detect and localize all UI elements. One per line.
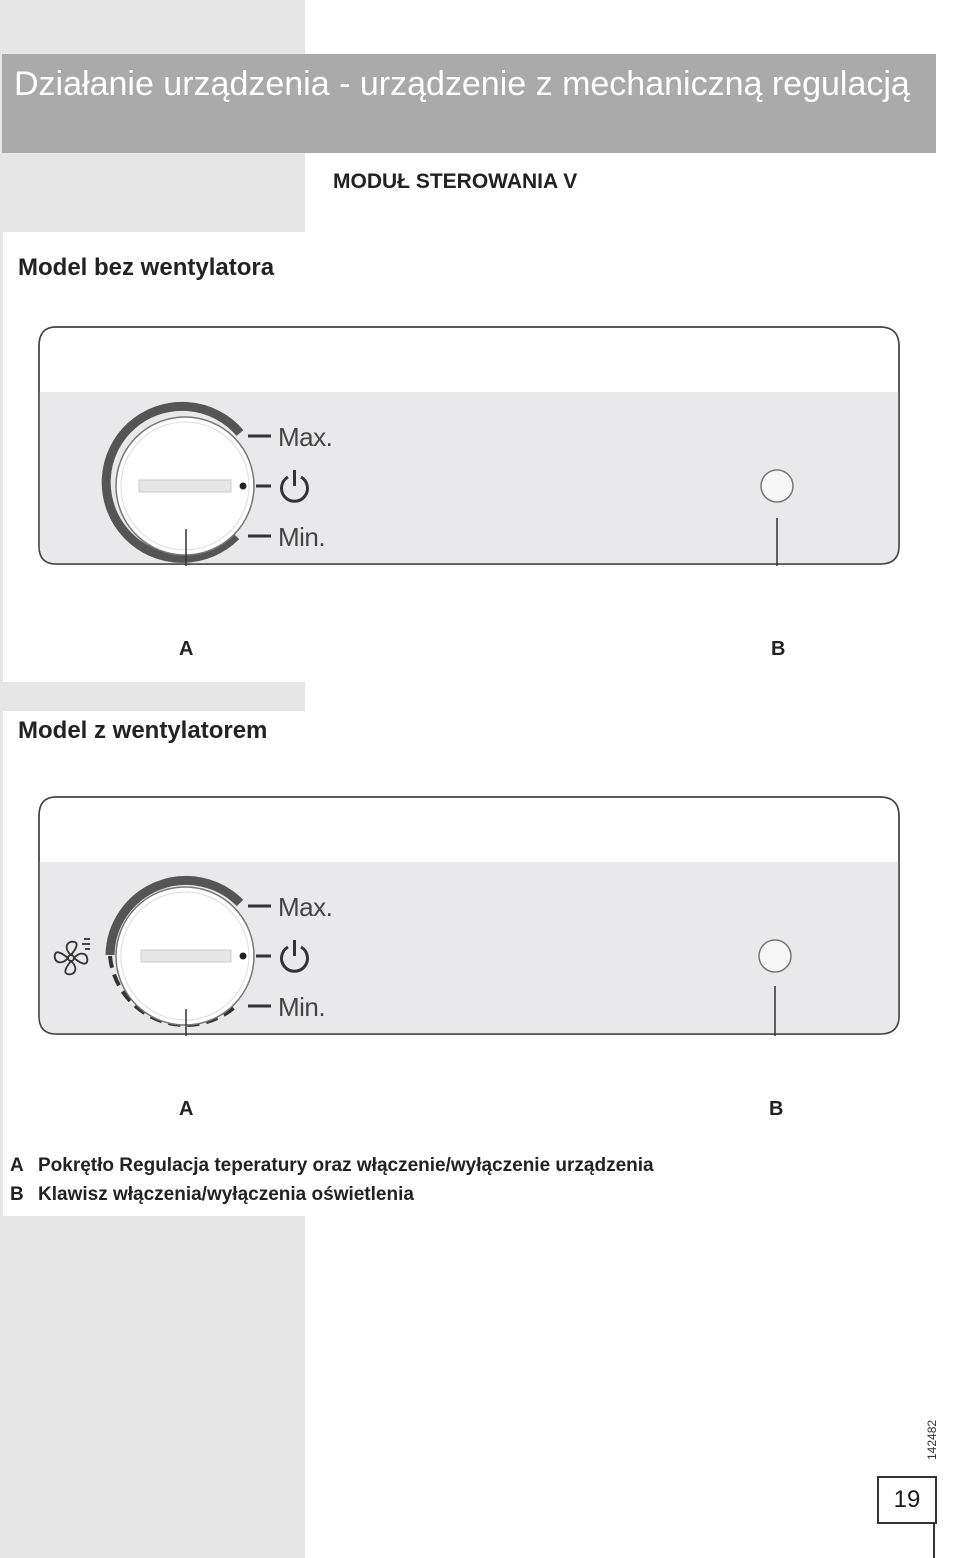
callout-label: B — [769, 1098, 784, 1120]
callout-label: A — [179, 638, 194, 660]
control-panel-drawing — [38, 796, 900, 1036]
legend-key: A — [10, 1155, 24, 1176]
legend-text: Pokrętło Regulacja teperatury oraz włącz… — [38, 1155, 654, 1176]
section-title: Model z wentylatorem — [18, 717, 268, 744]
max-label: Max. — [278, 892, 333, 922]
control-panel: Max. Min. — [38, 326, 900, 566]
page-number: 19 — [877, 1476, 937, 1524]
fan-icon — [53, 938, 90, 976]
light-switch-button[interactable] — [760, 469, 794, 503]
light-switch-button[interactable] — [758, 939, 792, 973]
callout-label: B — [771, 638, 786, 660]
page-title: Działanie urządzenia - urządzenie z mech… — [14, 65, 910, 103]
section-title: Model bez wentylatora — [18, 254, 275, 281]
legend-item: B Klawisz włączenia/wyłączenia oświetleni… — [10, 1184, 414, 1206]
legend-text: Klawisz włączenia/wyłączenia oświetlenia — [38, 1184, 414, 1205]
power-icon — [280, 470, 309, 503]
document-code: 142482 — [925, 1419, 939, 1460]
page-rule — [933, 1522, 935, 1558]
module-heading: MODUŁ STEROWANIA V — [333, 170, 578, 193]
legend-item: A Pokrętło Regulacja teperatury oraz włąc… — [10, 1155, 654, 1177]
max-label: Max. — [278, 422, 333, 452]
title-bar: Działanie urządzenia - urządzenie z mech… — [2, 54, 936, 153]
min-label: Min. — [278, 992, 326, 1022]
power-icon — [280, 940, 309, 973]
control-panel: Max. Min. — [38, 796, 900, 1036]
callout-label: A — [179, 1098, 194, 1120]
min-label: Min. — [278, 522, 326, 552]
control-panel-drawing — [38, 326, 900, 566]
legend-key: B — [10, 1184, 24, 1205]
